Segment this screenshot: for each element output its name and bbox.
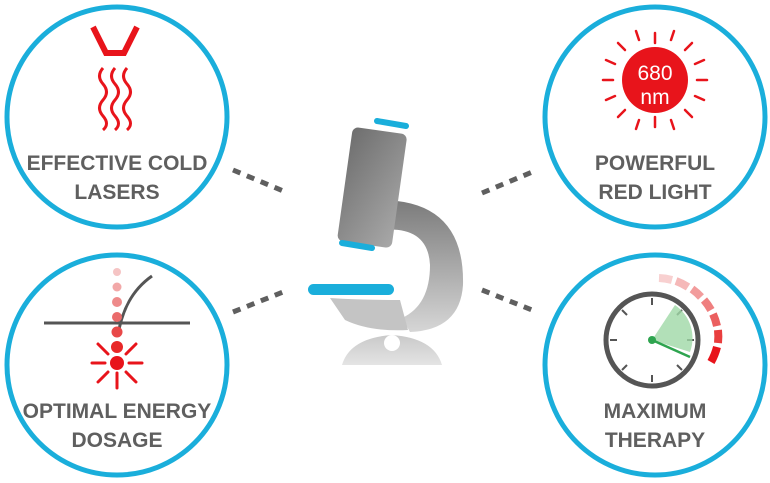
feature-label-line2: RED LIGHT — [598, 181, 711, 204]
feature-red-light: 680 nm POWERFUL RED LIGHT — [542, 4, 768, 230]
connector-bottom-right — [481, 287, 538, 315]
feature-label-line1: POWERFUL — [595, 152, 715, 175]
laser-heat-icon — [90, 25, 140, 132]
connector-bottom-left — [232, 287, 289, 315]
connector-top-right — [481, 167, 538, 196]
feature-energy-dosage: OPTIMAL ENERGY DOSAGE — [4, 252, 230, 478]
feature-label-line2: LASERS — [74, 181, 159, 204]
microscope-icon — [308, 118, 464, 365]
feature-label-line1: MAXIMUM — [604, 400, 707, 423]
feature-label-line2: THERAPY — [605, 429, 705, 452]
wavelength-value: 680 — [637, 62, 672, 85]
feature-label-line1: OPTIMAL ENERGY — [23, 400, 212, 423]
feature-cold-lasers: EFFECTIVE COLD LASERS — [4, 4, 230, 230]
sun-icon: 680 nm — [601, 29, 709, 131]
hair-follicle-icon — [44, 268, 190, 390]
feature-label-line2: DOSAGE — [71, 429, 162, 452]
gauge-icon — [603, 274, 723, 389]
connector-top-left — [232, 167, 289, 196]
wavelength-unit: nm — [640, 86, 669, 109]
connector-lines — [232, 167, 538, 315]
feature-therapy: MAXIMUM THERAPY — [542, 252, 768, 478]
feature-label-line1: EFFECTIVE COLD — [27, 152, 208, 175]
